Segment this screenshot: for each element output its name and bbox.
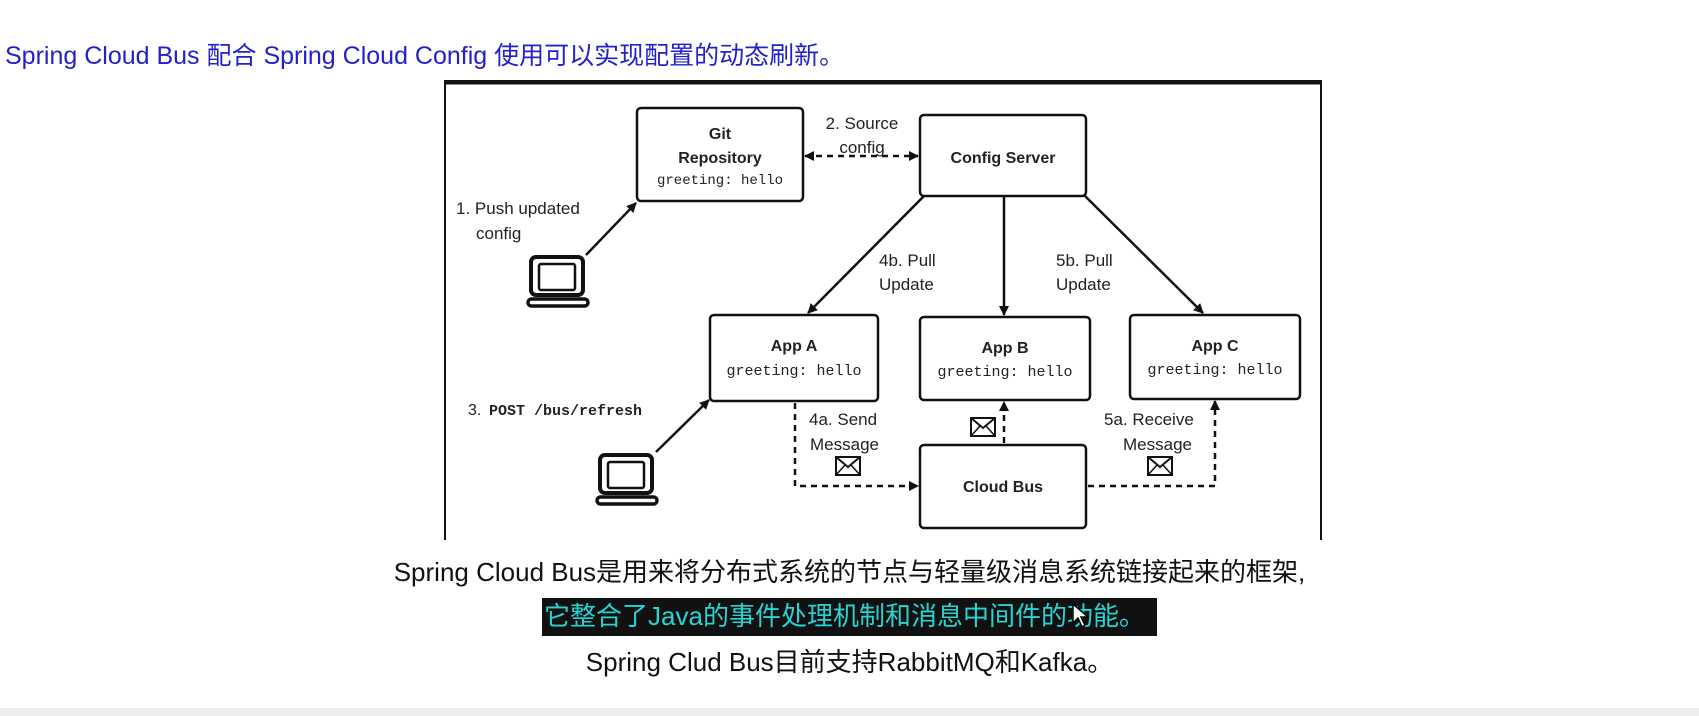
- config-server-node: Config Server: [918, 113, 1088, 198]
- caption-line-3: Spring Clud Bus目前支持RabbitMQ和Kafka。: [585, 647, 1114, 677]
- app-a-title: App A: [771, 338, 818, 355]
- app-a-greeting-value: greeting: hello: [726, 363, 861, 380]
- label-send-line2: Message: [810, 435, 879, 454]
- app-b-node: App B greeting: hello: [918, 315, 1092, 402]
- highlighted-caption: 它整合了Java的事件处理机制和消息中间件的功能。: [542, 598, 1157, 636]
- git-title-line2: Repository: [678, 150, 762, 167]
- envelope-icon: [970, 417, 996, 437]
- label-push-line1: 1. Push updated: [456, 199, 580, 218]
- cloud-bus-title: Cloud Bus: [963, 479, 1043, 496]
- bottom-bar: [0, 708, 1699, 716]
- label-source-config-line1: 2. Source: [826, 114, 899, 133]
- mouse-cursor-icon: [1072, 603, 1090, 629]
- pull-update-a-arrow: [807, 195, 925, 314]
- label-push-line2: config: [476, 224, 521, 243]
- label-receive-line2: Message: [1123, 435, 1192, 454]
- label-receive-line1: 5a. Receive: [1104, 410, 1194, 429]
- laptop-icon: [526, 255, 590, 308]
- git-greeting-value: greeting: hello: [657, 173, 783, 189]
- git-repository-node: Git Repository greeting: hello: [635, 106, 805, 203]
- git-title-line1: Git: [709, 126, 732, 143]
- architecture-diagram: Git Repository greeting: hello Config Se…: [444, 80, 1322, 540]
- laptop-icon: [595, 453, 659, 506]
- cloud-bus-node: Cloud Bus: [918, 443, 1088, 530]
- caption-line-2: 它整合了Java的事件处理机制和消息中间件的功能。: [0, 596, 1699, 636]
- label-pull-5b-line1: 5b. Pull: [1056, 251, 1113, 270]
- post-refresh-arrow: [655, 399, 710, 453]
- label-post-prefix: 3.: [468, 402, 481, 419]
- app-a-node: App A greeting: hello: [708, 313, 880, 403]
- app-c-node: App C greeting: hello: [1128, 313, 1302, 401]
- pull-update-c-arrow: [1084, 195, 1204, 314]
- config-server-title: Config Server: [951, 150, 1056, 167]
- diagram-svg: Git Repository greeting: hello Config Se…: [444, 80, 1322, 540]
- push-config-arrow: [585, 202, 637, 256]
- receive-message-arrow: [1088, 400, 1220, 488]
- page-heading: Spring Cloud Bus 配合 Spring Cloud Config …: [5, 42, 845, 70]
- app-c-title: App C: [1191, 338, 1239, 355]
- app-b-title: App B: [981, 340, 1028, 357]
- label-pull-4b-line2: Update: [879, 275, 934, 294]
- envelope-icon: [1147, 456, 1173, 476]
- label-pull-4b-line1: 4b. Pull: [879, 251, 936, 270]
- label-pull-5b-line2: Update: [1056, 275, 1111, 294]
- envelope-icon: [835, 456, 861, 476]
- send-message-arrow: [793, 403, 919, 491]
- caption-line-1: Spring Cloud Bus是用来将分布式系统的节点与轻量级消息系统链接起来…: [393, 557, 1306, 587]
- app-c-greeting-value: greeting: hello: [1147, 362, 1282, 379]
- app-b-greeting-value: greeting: hello: [937, 364, 1072, 381]
- label-post-command: POST /bus/refresh: [489, 403, 642, 420]
- label-send-line1: 4a. Send: [809, 410, 877, 429]
- label-source-config-line2: config: [839, 138, 884, 157]
